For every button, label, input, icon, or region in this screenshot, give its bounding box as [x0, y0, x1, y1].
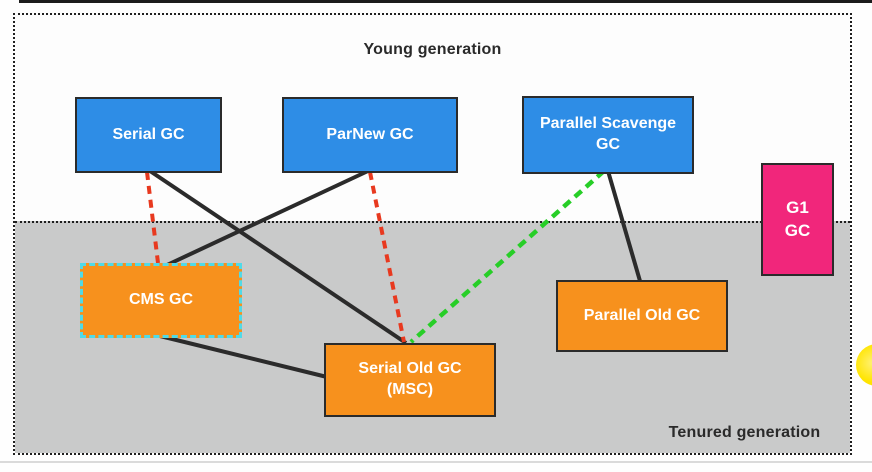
- node-cms-gc: CMS GC: [80, 263, 242, 338]
- node-g1-gc: G1 GC: [761, 163, 834, 276]
- video-frame-edge: [19, 0, 872, 3]
- node-serial-old-gc-label: Serial Old GC (MSC): [358, 360, 462, 398]
- node-serial-gc-label: Serial GC: [112, 125, 185, 143]
- node-serial-gc: Serial GC: [75, 97, 222, 173]
- node-parallel-old-gc-label: Parallel Old GC: [583, 306, 701, 324]
- node-parallel-old-gc: Parallel Old GC: [556, 280, 728, 352]
- node-parallel-scavenge-gc: Parallel Scavenge GC: [522, 96, 694, 174]
- node-g1-gc-label: G1 GC: [784, 198, 811, 240]
- node-serial-old-gc: Serial Old GC (MSC): [324, 343, 496, 417]
- tenured-generation-title: Tenured generation: [668, 424, 821, 441]
- video-frame-bottom-edge: [0, 461, 872, 463]
- node-cms-gc-label: CMS GC: [129, 291, 193, 309]
- young-generation-title: Young generation: [363, 41, 502, 58]
- laser-pointer-dot: [856, 344, 872, 386]
- node-parallel-scavenge-gc-label: Parallel Scavenge GC: [539, 115, 677, 153]
- node-parnew-gc-label: ParNew GC: [326, 125, 414, 143]
- node-parnew-gc: ParNew GC: [282, 97, 458, 173]
